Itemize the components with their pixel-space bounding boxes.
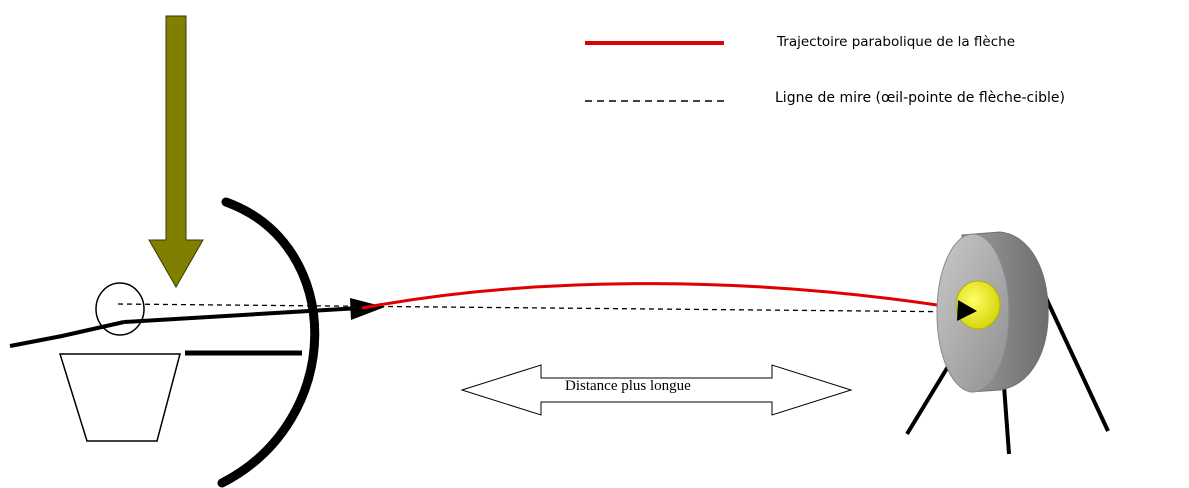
archer-head: [95, 282, 145, 336]
sight-line: [117, 303, 976, 313]
distance-label: Distance plus longue: [565, 378, 691, 394]
legend-trajectory-label: Trajectoire parabolique de la flèche: [777, 34, 1016, 50]
target-leg-right: [1038, 284, 1110, 432]
arrow-head: [350, 298, 385, 320]
bow: [217, 197, 320, 488]
arrow-shaft: [123, 306, 361, 324]
distance-double-arrow: [460, 364, 853, 416]
arrow-trajectory: [361, 282, 976, 313]
gravity-arrow: [148, 15, 204, 289]
archer-arm: [9, 320, 125, 348]
archer-body: [58, 353, 181, 442]
target-leg-left: [905, 358, 954, 436]
legend-sightline-label: Ligne de mire (œil-pointe de flèche-cibl…: [775, 90, 1065, 106]
arrow-tip-at-target: [957, 300, 977, 321]
target-center: [955, 280, 1001, 330]
